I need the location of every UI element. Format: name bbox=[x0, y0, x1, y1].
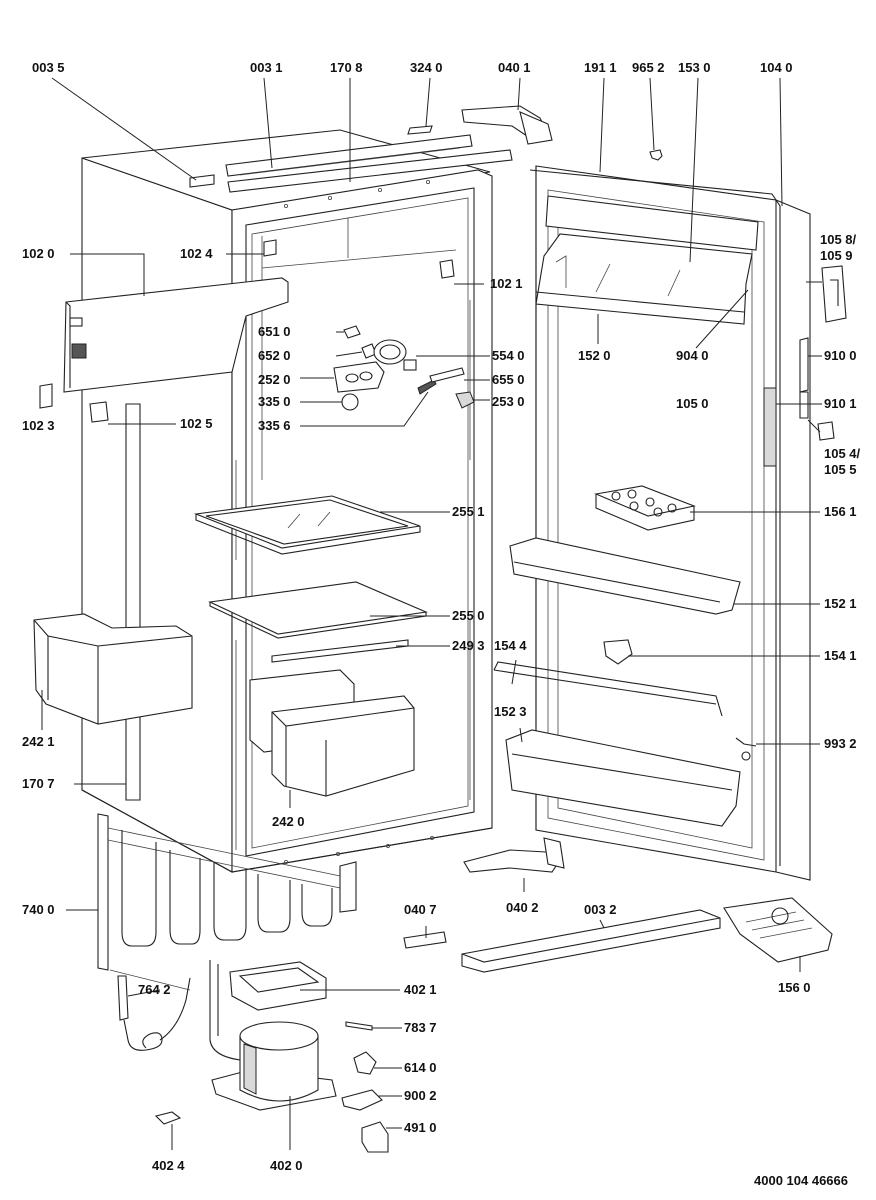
part-label: 253 0 bbox=[492, 394, 525, 409]
part-label: 105 4/ bbox=[824, 446, 861, 461]
ventilation-grille bbox=[723, 897, 833, 963]
part-label: 102 3 bbox=[22, 418, 55, 433]
compressor bbox=[211, 1021, 337, 1111]
document-code: 4000 104 46666 bbox=[754, 1173, 848, 1188]
part-label: 003 2 bbox=[584, 902, 617, 917]
electrical-parts bbox=[154, 1021, 389, 1153]
part-label: 335 0 bbox=[258, 394, 291, 409]
screw-cap bbox=[649, 149, 663, 161]
part-label: 402 4 bbox=[152, 1158, 185, 1173]
part-label: 040 7 bbox=[404, 902, 437, 917]
part-label: 900 2 bbox=[404, 1088, 437, 1103]
thermostat-parts bbox=[333, 325, 475, 411]
part-label: 105 5 bbox=[824, 462, 857, 477]
part-label: 156 0 bbox=[778, 980, 811, 995]
part-label: 402 1 bbox=[404, 982, 437, 997]
part-label: 764 2 bbox=[138, 982, 171, 997]
light-cover bbox=[63, 277, 289, 393]
part-label: 154 4 bbox=[494, 638, 527, 653]
part-label: 491 0 bbox=[404, 1120, 437, 1135]
part-labels: 003 5 003 1 170 8 324 0 040 1 191 1 965 … bbox=[22, 60, 861, 1173]
small-brackets bbox=[39, 239, 455, 423]
part-label: 910 1 bbox=[824, 396, 857, 411]
drip-tray bbox=[209, 960, 327, 1061]
part-label: 152 3 bbox=[494, 704, 527, 719]
crisper-drawer bbox=[249, 669, 415, 797]
part-label: 910 0 bbox=[824, 348, 857, 363]
filter-drier bbox=[117, 975, 191, 1051]
part-label: 152 1 bbox=[824, 596, 857, 611]
part-label: 102 0 bbox=[22, 246, 55, 261]
glass-shelf-frame bbox=[193, 495, 421, 555]
part-label: 153 0 bbox=[678, 60, 711, 75]
top-strips bbox=[189, 125, 513, 193]
part-label: 249 3 bbox=[452, 638, 485, 653]
part-label: 335 6 bbox=[258, 418, 291, 433]
part-label: 255 1 bbox=[452, 504, 485, 519]
part-label: 003 1 bbox=[250, 60, 283, 75]
part-label: 170 7 bbox=[22, 776, 55, 791]
bracket-plate bbox=[403, 931, 447, 949]
part-label: 783 7 bbox=[404, 1020, 437, 1035]
part-label: 003 5 bbox=[32, 60, 65, 75]
part-label: 904 0 bbox=[676, 348, 709, 363]
hinge-bottom bbox=[463, 837, 565, 873]
part-label: 252 0 bbox=[258, 372, 291, 387]
part-label: 740 0 bbox=[22, 902, 55, 917]
part-label: 614 0 bbox=[404, 1060, 437, 1075]
part-label: 242 1 bbox=[22, 734, 55, 749]
part-label: 170 8 bbox=[330, 60, 363, 75]
leader-lines bbox=[41, 77, 822, 1150]
part-label: 993 2 bbox=[824, 736, 857, 751]
part-label: 965 2 bbox=[632, 60, 665, 75]
part-label: 651 0 bbox=[258, 324, 291, 339]
part-label: 104 0 bbox=[760, 60, 793, 75]
part-label: 554 0 bbox=[492, 348, 525, 363]
vegetable-drawer bbox=[33, 613, 193, 725]
part-label: 105 0 bbox=[676, 396, 709, 411]
part-label: 402 0 bbox=[270, 1158, 303, 1173]
part-label: 655 0 bbox=[492, 372, 525, 387]
condenser bbox=[97, 813, 357, 991]
part-label: 102 1 bbox=[490, 276, 523, 291]
door bbox=[493, 165, 811, 881]
glass-shelf bbox=[208, 581, 428, 639]
part-label: 152 0 bbox=[578, 348, 611, 363]
part-label: 102 5 bbox=[180, 416, 213, 431]
part-label: 040 1 bbox=[498, 60, 531, 75]
part-label: 242 0 bbox=[272, 814, 305, 829]
part-label: 652 0 bbox=[258, 348, 291, 363]
part-label: 324 0 bbox=[410, 60, 443, 75]
part-label: 105 8/ bbox=[820, 232, 857, 247]
plinth bbox=[461, 909, 721, 973]
part-label: 105 9 bbox=[820, 248, 853, 263]
hinge-top bbox=[461, 105, 553, 145]
part-label: 040 2 bbox=[506, 900, 539, 915]
part-label: 102 4 bbox=[180, 246, 213, 261]
part-label: 154 1 bbox=[824, 648, 857, 663]
part-label: 255 0 bbox=[452, 608, 485, 623]
part-label: 191 1 bbox=[584, 60, 617, 75]
part-label: 156 1 bbox=[824, 504, 857, 519]
door-hinge-parts bbox=[799, 265, 847, 441]
